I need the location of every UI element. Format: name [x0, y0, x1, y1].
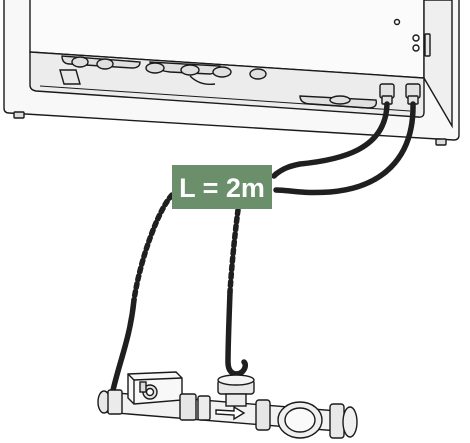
appliance-foot-right [435, 138, 447, 146]
appliance-pipe-connectors [59, 55, 378, 109]
flow-direction-arrow [215, 405, 246, 421]
cable-dashed-left [131, 192, 175, 303]
pipe-coupling-end [329, 403, 345, 439]
pipe-tee [277, 401, 323, 439]
cable-dash-right [271, 171, 279, 179]
appliance-screw [412, 34, 420, 42]
appliance-indicator [393, 18, 401, 26]
cable-length-label-text: L = 2m [179, 173, 265, 203]
cable-dashed-middle [227, 207, 241, 295]
cable-upper-right [273, 101, 416, 196]
cable-lower-middle [225, 289, 249, 377]
pipe-end-right [342, 406, 358, 438]
appliance-screw [412, 44, 420, 52]
appliance-unit [3, 0, 460, 146]
cable-glands [379, 83, 421, 105]
cable-upper-left [273, 101, 390, 177]
valve-coupling [179, 393, 197, 421]
appliance-hinge [424, 33, 431, 57]
valve-coupling [197, 395, 211, 421]
appliance-foot-left [13, 111, 25, 119]
valve-actuator [127, 371, 183, 405]
pipe-assembly [97, 371, 358, 439]
cable-length-label-bg [172, 165, 272, 209]
appliance-side-panel [423, 0, 453, 129]
pipe-coupling-left [107, 389, 123, 415]
flow-switch [217, 374, 255, 407]
cables [108, 101, 416, 412]
cable-length-label: L = 2m [172, 165, 272, 209]
pipe-coupling-right [255, 399, 271, 431]
